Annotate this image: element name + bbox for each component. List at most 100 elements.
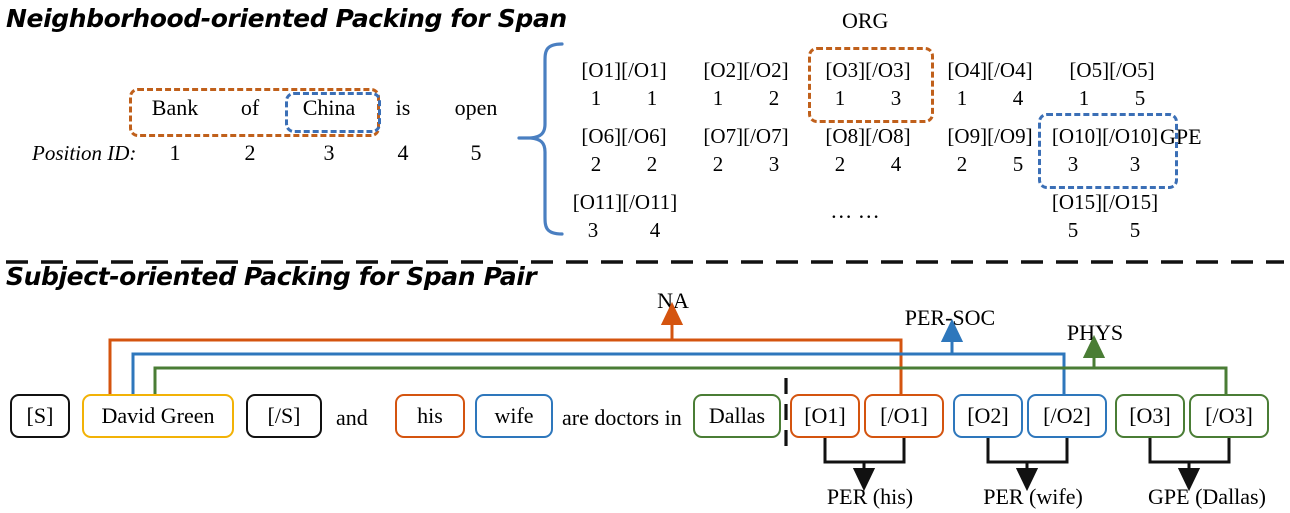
plain-text-are-doctors-in: are doctors in (562, 405, 682, 430)
token-pos-start-o7: 2 (712, 152, 724, 176)
relation-label-na: NA (657, 288, 689, 313)
token-pos-end-o10: 3 (1129, 152, 1141, 176)
token-close: [/O4] (987, 58, 1033, 82)
token-open: [O2] (703, 58, 744, 82)
relation-route-na (108, 301, 903, 394)
token-grid-ellipsis: … … (830, 198, 880, 223)
token-box-o3-close[interactable]: [/O3] (1189, 394, 1269, 438)
token-box-his[interactable]: his (395, 394, 465, 438)
token-pos-start-o4: 1 (956, 86, 968, 110)
token-close: [/O15] (1102, 190, 1159, 214)
relation-route-per-soc (131, 318, 1066, 394)
entity-tag-gpe: GPE (1160, 124, 1202, 149)
token-open: [O4] (947, 58, 988, 82)
token-close: [/O2] (743, 58, 789, 82)
token-box-dallas[interactable]: Dallas (693, 394, 781, 438)
token-pair-o3: [O3][/O3] (814, 58, 922, 83)
token-box-o2-open[interactable]: [O2] (953, 394, 1023, 438)
token-close: [/O10] (1102, 124, 1159, 148)
token-pos-end-o8: 4 (890, 152, 902, 176)
token-close: [/O5] (1109, 58, 1155, 82)
entity-tag-org: ORG (842, 8, 889, 33)
token-pos-start-o11: 3 (587, 218, 599, 242)
token-pos-start-o6: 2 (590, 152, 602, 176)
token-close: [/O9] (987, 124, 1033, 148)
token-pos-end-o11: 4 (649, 218, 661, 242)
token-pos-end-o4: 4 (1012, 86, 1024, 110)
panel1-title: Neighborhood-oriented Packing for Span (6, 4, 567, 33)
token-pos-start-o10: 3 (1067, 152, 1079, 176)
entity-bracket-per-wife (986, 438, 1069, 492)
plain-text-and: and (336, 405, 368, 430)
sentence-word-of: of (240, 95, 260, 120)
token-pos-start-o5: 1 (1078, 86, 1090, 110)
token-pos-end-o2: 2 (768, 86, 780, 110)
token-pos-end-o15: 5 (1129, 218, 1141, 242)
token-open: [O3] (825, 58, 866, 82)
curly-brace-icon (517, 42, 564, 236)
token-open: [O11] (572, 190, 623, 214)
token-pair-o5: [O5][/O5] (1058, 58, 1166, 83)
sentence-word-china: China (302, 95, 356, 120)
token-pair-o9: [O9][/O9] (936, 124, 1044, 149)
token-pos-end-o9: 5 (1012, 152, 1024, 176)
token-pos-end-o6: 2 (646, 152, 658, 176)
token-pos-end-o7: 3 (768, 152, 780, 176)
token-box-wife[interactable]: wife (475, 394, 553, 438)
token-box-o3-open[interactable]: [O3] (1115, 394, 1185, 438)
token-close: [/O7] (743, 124, 789, 148)
token-pair-o11: [O11][/O11] (564, 190, 686, 215)
token-open: [O6] (581, 124, 622, 148)
token-box-s-open[interactable]: [S] (10, 394, 70, 438)
token-box-o2-close[interactable]: [/O2] (1027, 394, 1107, 438)
entity-output-per-his: PER (his) (826, 484, 914, 509)
token-pos-start-o3: 1 (834, 86, 846, 110)
token-pair-o2: [O2][/O2] (692, 58, 800, 83)
token-close: [/O11] (622, 190, 678, 214)
position-id-2: 2 (244, 140, 256, 165)
token-open: [O10] (1051, 124, 1103, 148)
token-open: [O1] (581, 58, 622, 82)
token-mark-org-box (808, 47, 934, 123)
sentence-word-bank: Bank (151, 95, 199, 120)
token-pos-start-o9: 2 (956, 152, 968, 176)
token-pos-end-o5: 5 (1134, 86, 1146, 110)
token-pos-start-o1: 1 (590, 86, 602, 110)
token-close: [/O8] (865, 124, 911, 148)
token-pos-start-o2: 1 (712, 86, 724, 110)
token-pair-o8: [O8][/O8] (814, 124, 922, 149)
token-box-o1-open[interactable]: [O1] (790, 394, 860, 438)
entity-output-per-wife: PER (wife) (983, 484, 1083, 509)
token-box-o1-close[interactable]: [/O1] (864, 394, 944, 438)
token-pair-o4: [O4][/O4] (936, 58, 1044, 83)
position-id-3: 3 (323, 140, 335, 165)
span-highlight-gpe-box (285, 92, 381, 133)
entity-bracket-per-his (823, 438, 906, 492)
relation-label-phys: PHYS (1066, 320, 1124, 345)
token-pos-end-o3: 3 (890, 86, 902, 110)
token-box-s-close[interactable]: [/S] (246, 394, 322, 438)
token-close: [/O6] (621, 124, 667, 148)
token-pos-end-o1: 1 (646, 86, 658, 110)
token-open: [O15] (1051, 190, 1103, 214)
token-pair-o15: [O15][/O15] (1044, 190, 1166, 215)
token-pos-start-o15: 5 (1067, 218, 1079, 242)
entity-output-gpe-dallas: GPE (Dallas) (1148, 484, 1266, 509)
relation-label-per-soc: PER-SOC (904, 305, 996, 330)
token-close: [/O3] (865, 58, 911, 82)
token-pair-o1: [O1][/O1] (570, 58, 678, 83)
panel2-title: Subject-oriented Packing for Span Pair (6, 262, 537, 291)
position-id-label: Position ID: (32, 141, 137, 165)
token-pair-o6: [O6][/O6] (570, 124, 678, 149)
token-pos-start-o8: 2 (834, 152, 846, 176)
token-mark-gpe-box (1038, 113, 1178, 189)
entity-bracket-gpe-dallas (1148, 438, 1231, 492)
token-pair-o10: [O10][/O10] (1044, 124, 1166, 149)
token-pair-o7: [O7][/O7] (692, 124, 800, 149)
token-open: [O5] (1069, 58, 1110, 82)
sentence-word-open: open (454, 95, 498, 120)
token-box-david-green[interactable]: David Green (82, 394, 234, 438)
position-id-4: 4 (397, 140, 409, 165)
relation-route-phys (153, 334, 1228, 394)
token-close: [/O1] (621, 58, 667, 82)
